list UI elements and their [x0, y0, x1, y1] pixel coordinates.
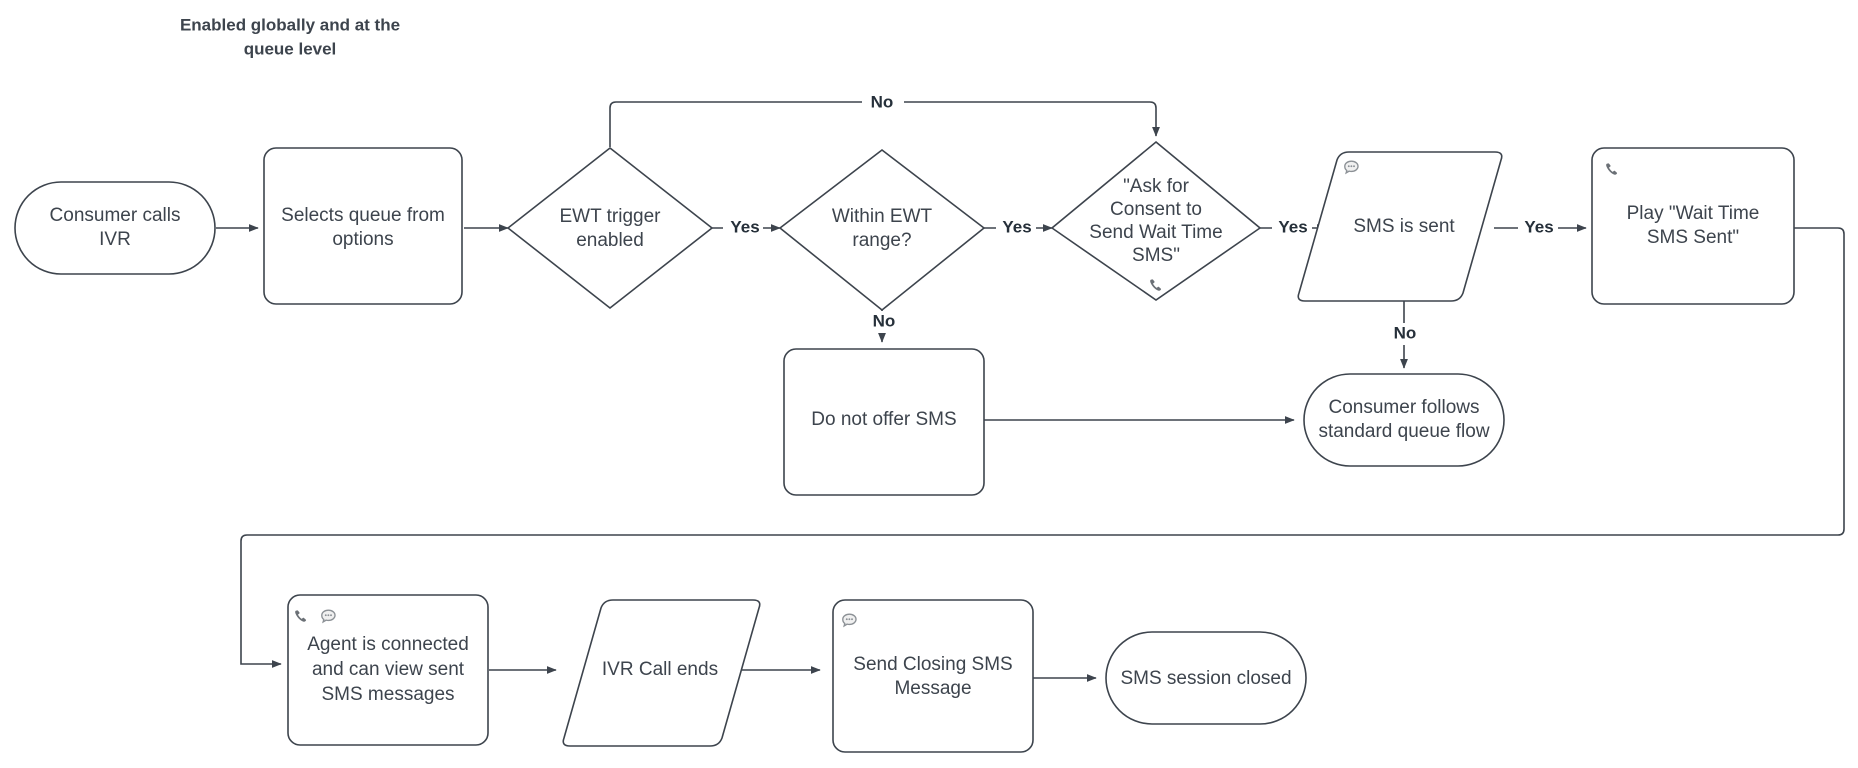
- node-shape-ewt-trigger-enabled: [506, 146, 714, 310]
- node-shape-ivr-call-ends: [562, 599, 761, 747]
- edge-labels-layer: Yes No Yes No Yes Yes No: [723, 92, 1558, 345]
- node-label-consumer-calls-ivr-l1: Consumer calls: [50, 205, 181, 226]
- edge-label-sms-no: No: [1394, 323, 1417, 342]
- edge-label-sms-yes: Yes: [1524, 217, 1553, 236]
- node-label-agent-l3: SMS messages: [321, 684, 454, 705]
- node-shape-agent-connected: [287, 594, 489, 746]
- node-label-do-not-offer: Do not offer SMS: [811, 409, 956, 430]
- node-label-session-closed: SMS session closed: [1120, 668, 1291, 689]
- node-shape-play-wait-time-sms-sent: [1591, 147, 1795, 305]
- node-label-standard-flow-l1: Consumer follows: [1329, 397, 1480, 418]
- node-shape-selects-queue: [263, 147, 463, 305]
- node-label-closing-sms-l1: Send Closing SMS: [853, 654, 1012, 675]
- node-label-closing-sms-l2: Message: [894, 678, 971, 699]
- label-bg-consent-yes: [1272, 217, 1312, 239]
- node-label-ewt-trigger-l1: EWT trigger: [559, 206, 661, 227]
- node-shape-sms-is-sent: [1297, 151, 1503, 302]
- node-label-within-range-l1: Within EWT: [832, 206, 933, 227]
- node-play-wait-time-sms-sent[interactable]: Play "Wait Time SMS Sent": [1591, 147, 1795, 305]
- node-label-consent-l4: SMS": [1132, 245, 1180, 266]
- node-agent-connected[interactable]: Agent is connected and can view sent SMS…: [287, 594, 489, 746]
- node-label-consent-l3: Send Wait Time: [1089, 222, 1222, 243]
- node-label-play-wait-l1: Play "Wait Time: [1627, 203, 1760, 224]
- node-sms-is-sent[interactable]: SMS is sent: [1297, 151, 1503, 302]
- diagram-title-line1: Enabled globally and at the: [180, 15, 400, 34]
- node-label-within-range-l2: range?: [852, 230, 911, 251]
- edge-label-consent-yes: Yes: [1278, 217, 1307, 236]
- label-bg-sms-yes: [1518, 217, 1558, 239]
- node-consumer-calls-ivr[interactable]: Consumer calls IVR: [14, 181, 216, 275]
- node-label-consent-l2: Consent to: [1110, 199, 1202, 220]
- edge-play-to-agent: [240, 227, 1845, 668]
- node-shape-within-ewt-range: [778, 148, 986, 312]
- node-ivr-call-ends[interactable]: IVR Call ends: [562, 599, 761, 747]
- label-bg-ewt-yes: [723, 217, 763, 239]
- edge-label-ewt-no: No: [871, 92, 894, 111]
- node-label-ewt-trigger-l2: enabled: [576, 230, 644, 251]
- node-consumer-follows-standard-queue-flow[interactable]: Consumer follows standard queue flow: [1303, 373, 1505, 467]
- node-shape-ask-for-consent: [1050, 140, 1262, 301]
- node-label-selects-queue-l2: options: [332, 229, 393, 250]
- node-sms-session-closed[interactable]: SMS session closed: [1105, 631, 1307, 725]
- diagram-title-line2: queue level: [244, 39, 337, 58]
- label-bg-range-no: [866, 311, 902, 333]
- node-label-ivr-call-ends: IVR Call ends: [602, 659, 718, 680]
- node-selects-queue[interactable]: Selects queue from options: [263, 147, 463, 305]
- node-ewt-trigger-enabled[interactable]: EWT trigger enabled: [506, 146, 714, 310]
- node-label-sms-sent: SMS is sent: [1353, 216, 1455, 237]
- node-shape-consumer-follows-standard-queue-flow: [1303, 373, 1505, 467]
- node-label-play-wait-l2: SMS Sent": [1647, 227, 1739, 248]
- node-label-standard-flow-l2: standard queue flow: [1318, 421, 1489, 442]
- node-shape-consumer-calls-ivr: [14, 181, 216, 275]
- node-do-not-offer-sms[interactable]: Do not offer SMS: [783, 348, 985, 496]
- label-bg-ewt-no: [862, 92, 904, 114]
- node-within-ewt-range[interactable]: Within EWT range?: [778, 148, 986, 312]
- node-shape-do-not-offer-sms: [783, 348, 985, 496]
- node-ask-for-consent[interactable]: "Ask for Consent to Send Wait Time SMS": [1050, 140, 1262, 301]
- node-label-consent-l1: "Ask for: [1123, 176, 1190, 197]
- node-shape-send-closing-sms: [832, 599, 1034, 753]
- node-send-closing-sms[interactable]: Send Closing SMS Message: [832, 599, 1034, 753]
- node-label-consumer-calls-ivr-l2: IVR: [99, 229, 131, 250]
- node-label-agent-l2: and can view sent: [312, 659, 465, 680]
- edge-label-range-yes: Yes: [1002, 217, 1031, 236]
- diagram-title: Enabled globally and at the queue level: [180, 15, 400, 58]
- label-bg-range-yes: [996, 217, 1036, 239]
- label-bg-sms-no: [1388, 323, 1424, 345]
- node-shape-sms-session-closed: [1105, 631, 1307, 725]
- node-label-selects-queue-l1: Selects queue from: [281, 205, 445, 226]
- edge-label-range-no: No: [873, 311, 896, 330]
- node-label-agent-l1: Agent is connected: [307, 634, 469, 655]
- edge-label-ewt-yes: Yes: [730, 217, 759, 236]
